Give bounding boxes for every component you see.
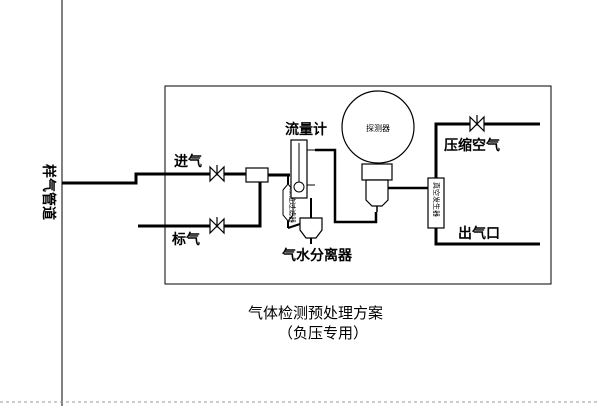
- tee-fitting: [245, 167, 269, 183]
- standard-gas-valve: [209, 217, 225, 235]
- inlet-valve: [209, 165, 225, 183]
- detector: [341, 90, 415, 212]
- standard-gas-label: 标气: [171, 231, 200, 248]
- outlet-pipe: [434, 228, 540, 246]
- compressed-air-valve: [469, 115, 485, 133]
- inlet-label: 进气: [174, 153, 202, 170]
- flowmeter-to-detector-pipe: [315, 148, 378, 224]
- compressed-air-label: 压缩空气: [444, 137, 500, 154]
- flowmeter: [290, 139, 315, 199]
- compressed-air-pipe: [434, 122, 540, 178]
- flowmeter-label: 流量计: [285, 121, 327, 138]
- vacuum-generator-label: 真空发生器: [432, 182, 441, 217]
- standard-gas-pipe: [138, 174, 262, 228]
- sample-pipe-label: 样气管道: [40, 164, 57, 220]
- caption-title: 气体检测预处理方案: [248, 304, 383, 322]
- detector-label: 探测器: [366, 123, 390, 133]
- outlet-label: 出气口: [458, 225, 500, 242]
- filter-to-separator-pipe: [287, 223, 301, 229]
- separator-label: 气水分离器: [281, 247, 353, 264]
- gas-water-separator: [299, 217, 323, 244]
- inlet-pipe: [62, 172, 246, 185]
- caption-subtitle: （负压专用）: [278, 324, 368, 342]
- particle-filter-label: 颗粒过滤器: [288, 188, 297, 223]
